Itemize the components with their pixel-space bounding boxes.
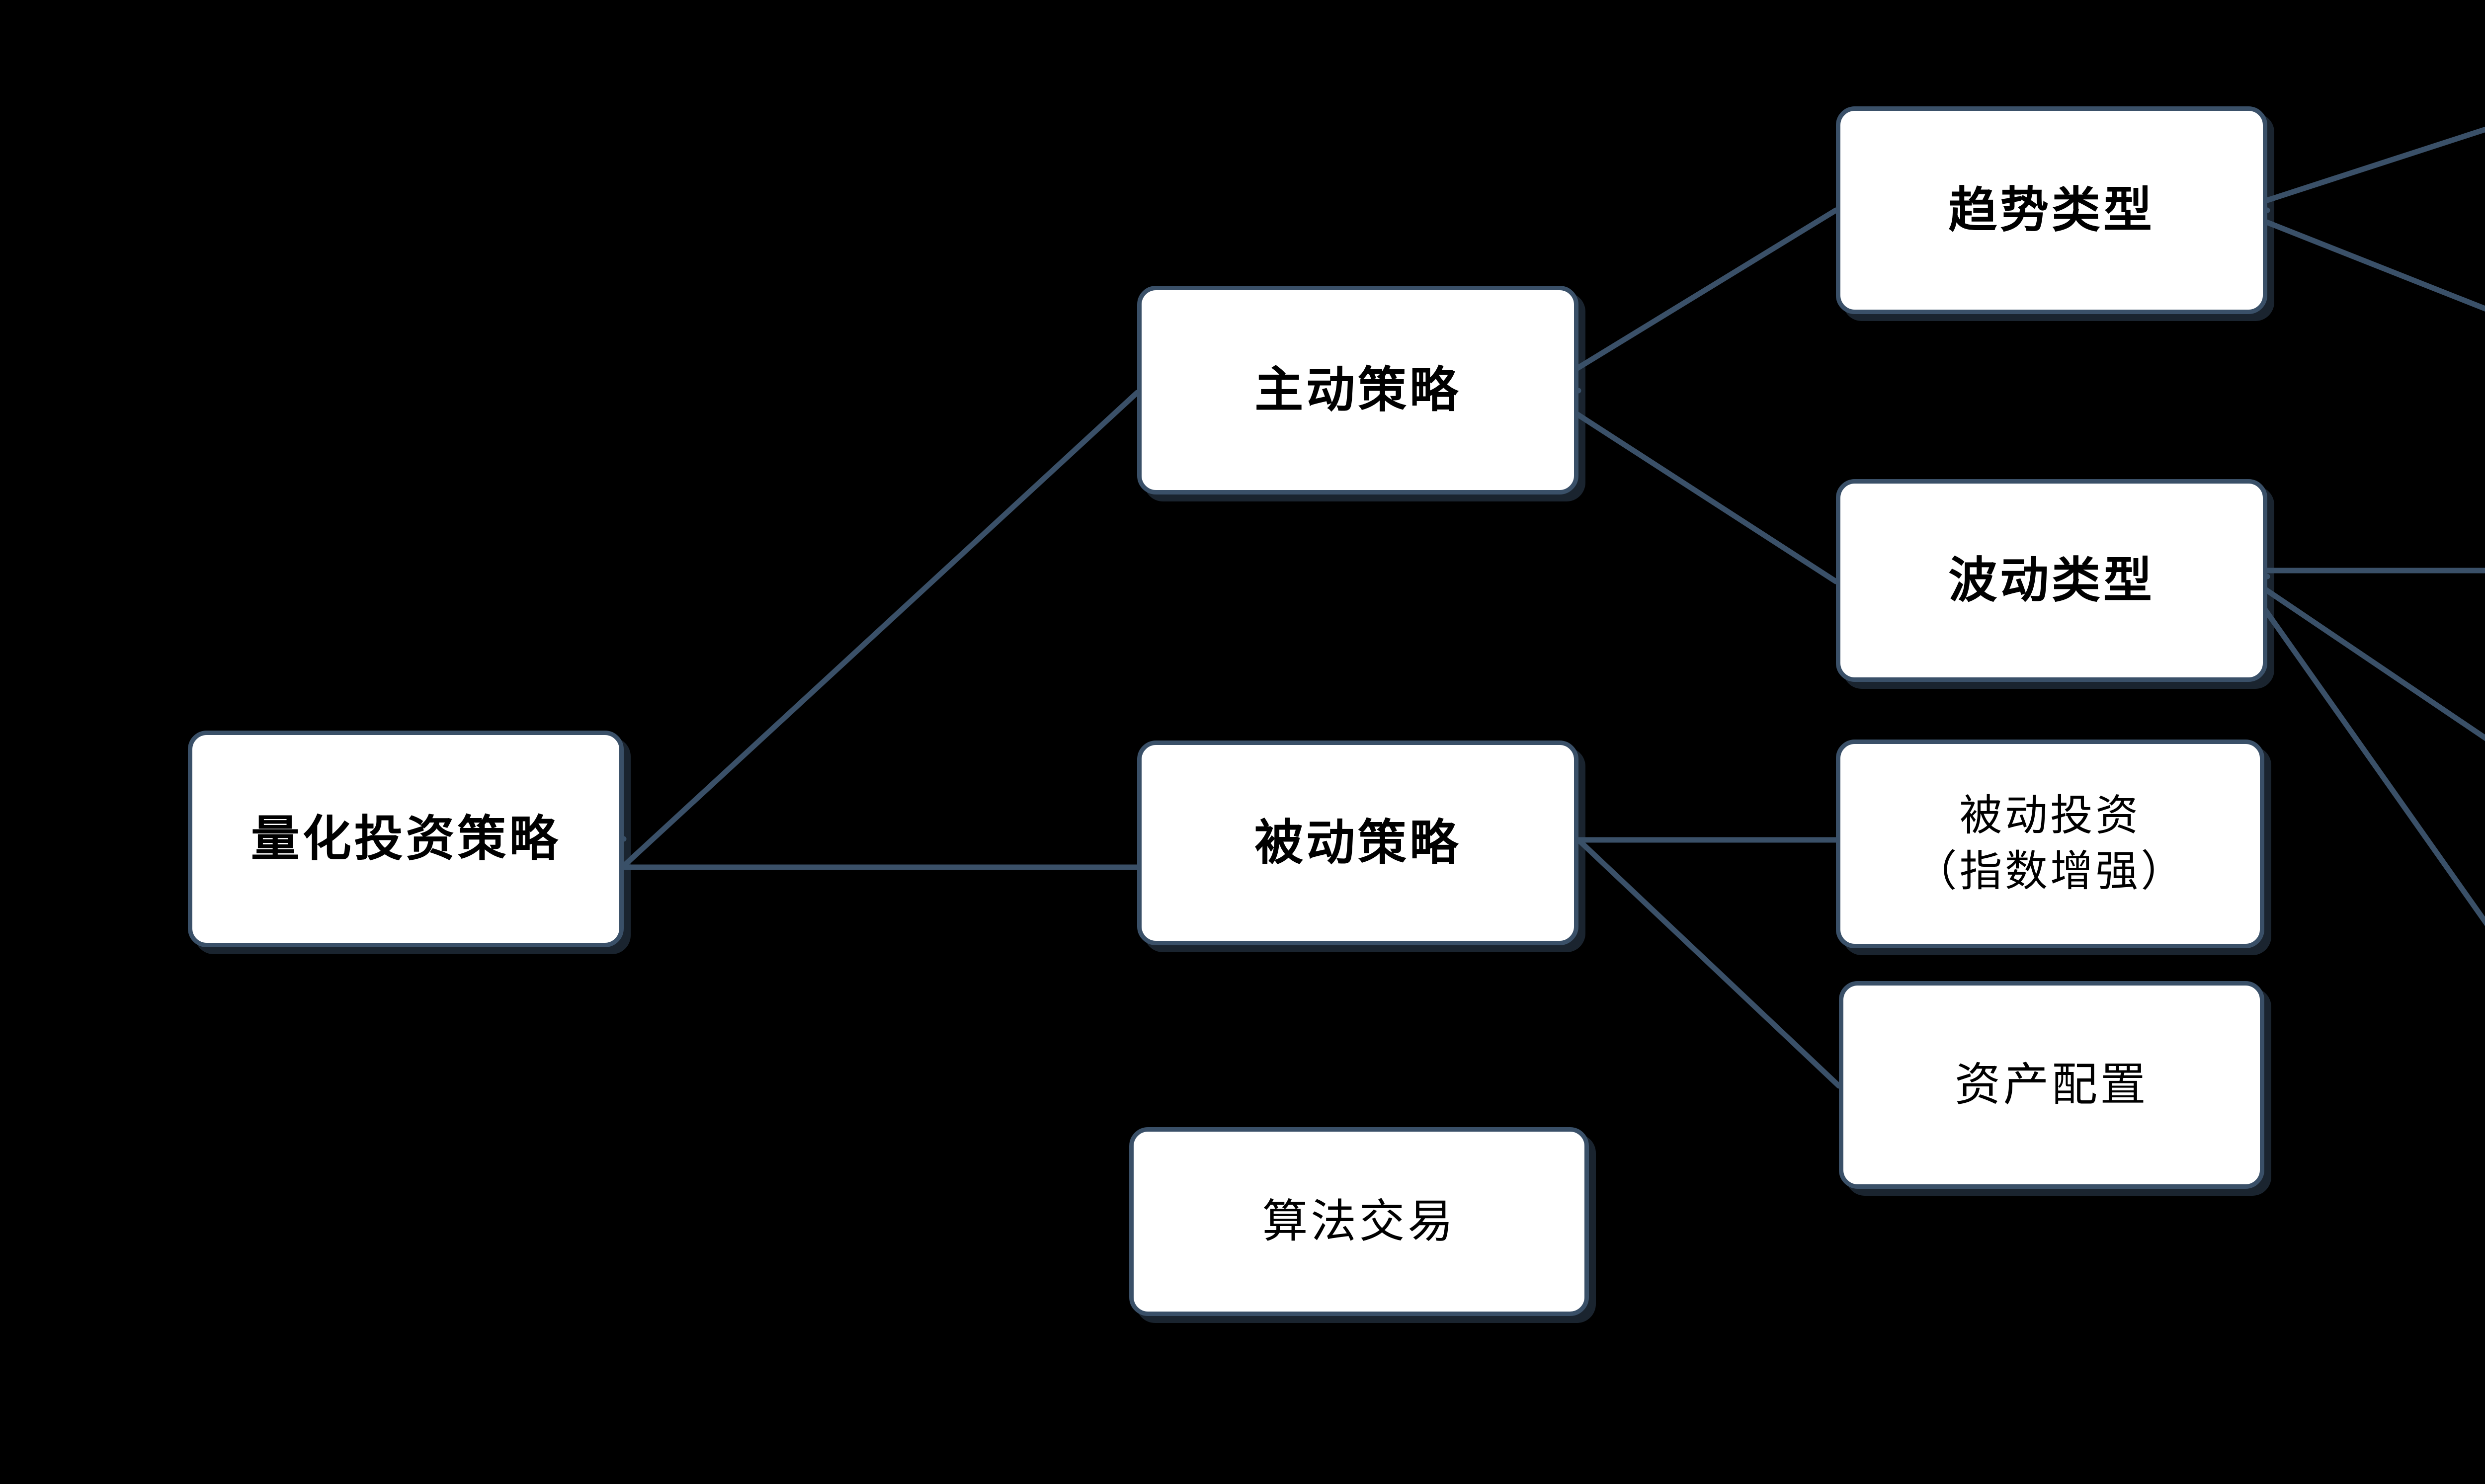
edge-passive-to-allocation (1575, 837, 1842, 1089)
node-label: 量化投资策略 (250, 810, 561, 868)
node-asset-allocation[interactable]: 资产配置 (1839, 981, 2264, 1189)
node-root[interactable]: 量化投资策略 (188, 731, 624, 947)
edge-volatility-to-cryptoarb (2235, 568, 2485, 926)
node-volatility-type[interactable]: 波动类型 (1836, 479, 2267, 682)
node-label: 趋势类型 (1948, 181, 2155, 239)
edge-active-to-volatility (1538, 388, 1839, 584)
node-label: 算法交易 (1262, 1195, 1456, 1248)
edge-active-to-trend (1538, 207, 1839, 394)
edge-trend-to-stockpick (2234, 126, 2485, 213)
edge-root-to-active-line (619, 390, 1140, 870)
node-label: 主动策略 (1254, 361, 1461, 419)
node-trend-type[interactable]: 趋势类型 (1836, 106, 2267, 314)
node-active-strategy[interactable]: 主动策略 (1137, 286, 1578, 495)
node-passive-strategy[interactable]: 被动策略 (1137, 741, 1578, 945)
edge-volatility-to-statarb (2235, 568, 2485, 742)
node-label: 资产配置 (1954, 1058, 2149, 1112)
node-algorithmic-trading[interactable]: 算法交易 (1129, 1127, 1589, 1316)
node-label: 波动类型 (1948, 552, 2155, 609)
node-label: 被动策略 (1254, 814, 1461, 872)
node-passive-investment[interactable]: 被动投资（指数增强） (1836, 740, 2264, 948)
node-label: 被动投资（指数增强） (1914, 791, 2186, 896)
edge-trend-to-timing (2234, 207, 2485, 312)
